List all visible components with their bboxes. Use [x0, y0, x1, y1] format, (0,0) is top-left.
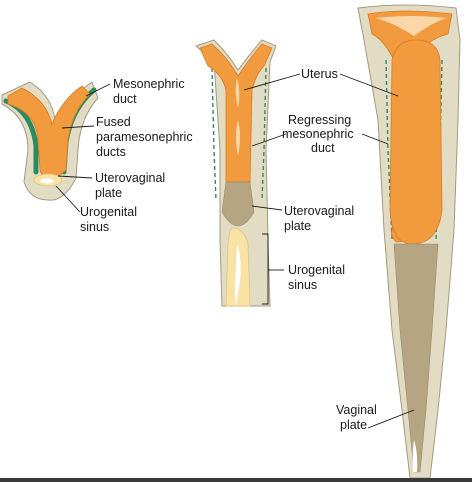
fused-paramesonephric-ducts-early [7, 85, 91, 179]
label-urogenital-sinus-left: Urogenital sinus [80, 205, 140, 234]
label-line: Mesonephric [113, 77, 185, 91]
bottom-rule [0, 478, 472, 482]
label-line: paramesonephric [96, 130, 193, 144]
label-line: plate [95, 186, 122, 200]
urogenital-sinus-mid-lumen [235, 244, 241, 306]
label-vaginal-plate: Vaginal plate [336, 403, 380, 432]
leader-regressing-mesonephric-late [361, 133, 389, 145]
label-line: duct [311, 141, 335, 155]
label-regressing-mesonephric-duct: Regressing mesonephric duct [282, 113, 357, 155]
label-line: Regressing [288, 113, 351, 127]
leader-uterus-late [339, 73, 399, 97]
label-line: Uterovaginal [284, 204, 354, 218]
label-line: mesonephric [282, 127, 354, 141]
leader-lines [55, 73, 415, 429]
leader-uterovaginal-plate-left [57, 175, 93, 179]
label-line: sinus [288, 278, 317, 292]
leader-uterovaginal-plate-mid [251, 205, 283, 211]
leader-vaginal-plate [367, 409, 415, 429]
leader-mesonephric-duct [85, 83, 111, 97]
stage-late [357, 4, 461, 479]
label-line: plate [340, 418, 367, 432]
label-line: plate [284, 219, 311, 233]
label-line: ducts [96, 145, 126, 159]
uterus-mid-lumen-2 [236, 120, 240, 156]
uterus-mid [199, 43, 273, 183]
uterus-late-cavity [376, 16, 446, 36]
label-line: sinus [80, 220, 109, 234]
urogenital-sinus-early-lumen [40, 178, 54, 184]
mesonephric-dashed-right-mid [261, 67, 267, 201]
leader-uterus-mid [243, 73, 301, 91]
label-fused-paramesonephric-ducts: Fused paramesonephric ducts [96, 115, 196, 159]
uterus-mid-lumen-1 [235, 78, 240, 108]
leader-fused-paramesonephric [61, 125, 95, 129]
label-line: Urogenital [80, 205, 137, 219]
label-line: Fused [96, 115, 131, 129]
leader-urogenital-sinus-left [55, 185, 81, 213]
label-uterovaginal-plate-left: Uterovaginal plate [95, 171, 169, 200]
label-mesonephric-duct: Mesonephric duct [113, 77, 188, 106]
label-line: duct [113, 92, 137, 106]
stage-middle [195, 39, 277, 307]
vaginal-plate-late [393, 243, 439, 473]
mesonephric-dashed-left-mid [211, 67, 217, 201]
vaginal-plate-late-lumen [412, 440, 418, 472]
uterus-late-body [389, 39, 443, 245]
label-line: Urogenital [288, 263, 345, 277]
stage-early [1, 81, 99, 201]
label-line: Uterus [301, 67, 338, 81]
leader-regressing-mesonephric-mid [251, 133, 287, 147]
label-urogenital-sinus-mid: Urogenital sinus [288, 263, 348, 292]
labels: Mesonephric duct Fused paramesonephric d… [80, 67, 380, 432]
label-line: Uterovaginal [95, 171, 165, 185]
label-line: Vaginal [336, 403, 377, 417]
label-uterus: Uterus [301, 67, 338, 81]
bracket-urogenital-sinus-mid [262, 233, 269, 305]
label-uterovaginal-plate-mid: Uterovaginal plate [284, 204, 358, 233]
uterovaginal-plate-mid [221, 181, 255, 227]
